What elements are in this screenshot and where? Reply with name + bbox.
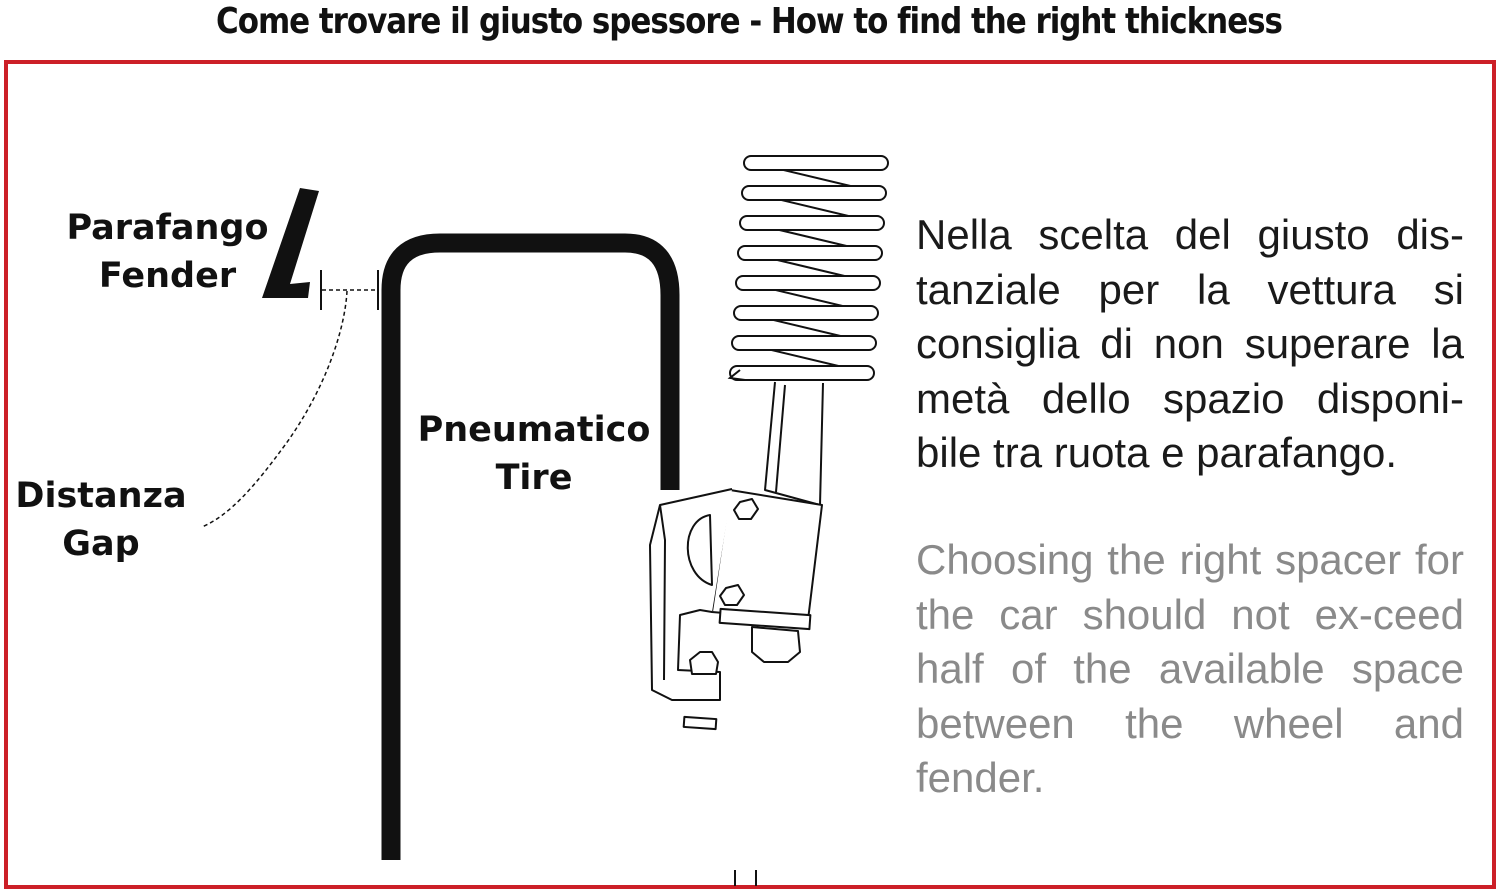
tire-label-it: Pneumatico	[417, 410, 651, 450]
gap-label-it: Distanza	[15, 476, 187, 516]
fender-label-it: Parafango	[66, 208, 269, 248]
coil-spring	[727, 155, 889, 381]
strut-assembly	[649, 381, 824, 886]
tire-label: Pneumatico Tire	[412, 406, 656, 502]
tire-profile	[381, 233, 680, 860]
english-description: Choosing the right spacer for the car sh…	[916, 536, 1464, 801]
gap-measurement	[201, 270, 379, 528]
page-title: Come trovare il giusto spessore - How to…	[216, 1, 1283, 42]
italian-description: Nella scelta del giusto dis-​tanziale pe…	[916, 211, 1464, 476]
tire-label-en: Tire	[495, 458, 573, 498]
gap-label: Distanza Gap	[10, 472, 192, 568]
fender-shape	[262, 188, 319, 298]
fender-label-en: Fender	[98, 256, 237, 296]
gap-label-en: Gap	[62, 524, 140, 564]
diagram-frame	[4, 60, 1496, 889]
fender-label: Parafango Fender	[60, 204, 275, 300]
